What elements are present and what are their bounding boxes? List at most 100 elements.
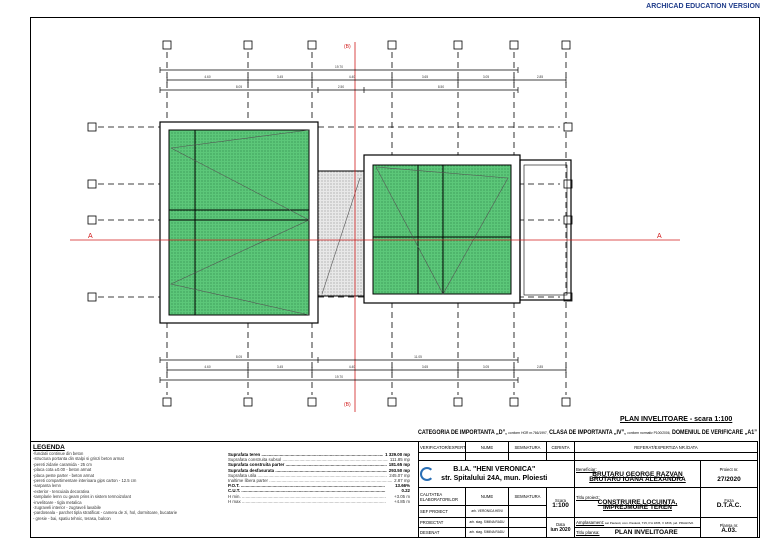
beneficiary-2: BRUTARU IOANA ALEXANDRA bbox=[589, 475, 686, 483]
area-row: Suprafata teren1 329.00 mp bbox=[228, 452, 410, 457]
signature-header: SEMNATURA bbox=[508, 487, 547, 506]
class-note: conform normativ P100/2006, bbox=[627, 430, 671, 435]
project-title-cell: Titlu proiect: CONSTRUIRE LOCUINTA, IMPR… bbox=[574, 487, 701, 518]
sef-proiect-name: arh. VERONICA HENI bbox=[465, 505, 509, 518]
dim-bottom-total-label: 19.70 bbox=[335, 375, 343, 379]
area-label: P.O.T. bbox=[228, 483, 393, 488]
area-value: 111.85 mp bbox=[389, 457, 410, 463]
watermark: ARCHICAD EDUCATION VERSION bbox=[646, 3, 760, 10]
header-referat: REFERAT/EXPERTIZA NR./DATA bbox=[573, 441, 759, 453]
area-value: 181.65 mp bbox=[388, 462, 410, 468]
role-desenat: DESENAT bbox=[418, 527, 466, 538]
grid-bubble bbox=[387, 397, 397, 407]
area-label: Inaltime libera parter bbox=[228, 478, 392, 483]
area-row: Suprafata construita parter181.65 mp bbox=[228, 462, 410, 467]
grid-bubble bbox=[453, 397, 463, 407]
area-row: Suprafata utila245.07 mp bbox=[228, 473, 410, 478]
scale-label: Scara bbox=[555, 497, 566, 503]
legend-item: -placa peste parter - beton armat bbox=[33, 472, 94, 478]
grid-bubble bbox=[563, 122, 573, 132]
area-row: H max+4.85 m bbox=[228, 499, 410, 504]
legend: LEGENDA -fundatii continue din beton-str… bbox=[30, 441, 418, 538]
legend-item: -fundatii continue din beton bbox=[33, 451, 84, 456]
area-value: +3.05 m bbox=[394, 493, 410, 499]
grid-bubble bbox=[87, 122, 97, 132]
area-label: H min. bbox=[228, 494, 392, 499]
gutter-link-roof bbox=[317, 170, 365, 297]
drawing-title: PLAN INVELITOARE - scara 1:100 bbox=[620, 416, 733, 423]
verification-domain: DOMENIUL DE VERIFICARE „A1” bbox=[671, 429, 757, 436]
sheet-title-label: Titlu plansa: bbox=[576, 530, 600, 535]
dim-top-total-label: 19.70 bbox=[335, 65, 343, 69]
section-label-bottom: (B) bbox=[344, 402, 351, 408]
legend-item: -pereti zidarie caramida - 25 cm bbox=[33, 461, 92, 467]
header-cerinta: CERINTA bbox=[546, 441, 575, 453]
area-value: 1 329.00 mp bbox=[385, 452, 410, 457]
sheet-number-cell: Plansa nr.A.03. bbox=[699, 517, 759, 538]
project-number-cell: Proiect nr.27/2020 bbox=[699, 460, 759, 488]
grid-bubble bbox=[162, 40, 172, 50]
dim-bottom-axes-label: 4.40 bbox=[349, 365, 355, 369]
dim-top-parts-label: 8.05 bbox=[236, 85, 242, 89]
sheet-number: A.03. bbox=[721, 526, 737, 534]
dim-bottom-parts-label: 11.05 bbox=[414, 355, 422, 359]
location-label: Amplasament: bbox=[576, 519, 605, 525]
firm-address: str. Spitalului 24A, mun. Ploiesti bbox=[441, 475, 548, 482]
dim-top-parts-label: 8.50 bbox=[438, 85, 444, 89]
dim-top-axes-label: 2.85 bbox=[537, 75, 543, 79]
sheet-title-cell: Titlu plansa: PLAN INVELITOARE bbox=[574, 527, 701, 538]
section-label-top: (B) bbox=[344, 44, 351, 50]
legend-item: -zugraveli interior - zugraveli lavabile bbox=[33, 505, 101, 511]
grid-bubble bbox=[162, 397, 172, 407]
drawing-frame bbox=[30, 17, 760, 538]
legend-item: -structura portanta din stalpi si grinzi… bbox=[33, 456, 124, 462]
date-value: iun 2020 bbox=[550, 527, 571, 533]
area-label: Suprafata construita parter bbox=[228, 462, 387, 467]
desenat-name: arh. stag. SIMINA RADU bbox=[465, 527, 509, 538]
area-row: P.O.T.13.66% bbox=[228, 483, 410, 488]
dim-bottom-axes-label: 2.85 bbox=[537, 365, 543, 369]
location-cell: Amplasament: sat Paulesti, com. Paulesti… bbox=[574, 517, 701, 528]
grid-bubble bbox=[509, 40, 519, 50]
name-header: NUME bbox=[465, 487, 509, 506]
dim-top-axes-label: 4.60 bbox=[204, 75, 210, 79]
left-roof bbox=[168, 129, 310, 316]
category-line: CATEGORIA DE IMPORTANTA „D”, conform HGR… bbox=[418, 429, 757, 436]
role-sef-proiect: SEF PROIECT bbox=[418, 505, 466, 518]
section-label-right: A bbox=[657, 233, 662, 240]
area-label: Suprafata teren bbox=[228, 452, 383, 457]
legend-item: -pereti compartimentare interioara gips … bbox=[33, 478, 137, 484]
grid-bubble bbox=[87, 292, 97, 302]
grid-bubble bbox=[307, 40, 317, 50]
dim-top-axes-label: 3.65 bbox=[422, 75, 428, 79]
grid-bubble bbox=[561, 397, 571, 407]
category-note: conform HGR nr.766/1997, bbox=[508, 430, 548, 435]
proiectat-name: arh. stag. SIMINA RADU bbox=[465, 517, 509, 528]
area-row: Inaltime libera parter2.87 mp bbox=[228, 478, 410, 483]
area-row: Suprafata construita subsol111.85 mp bbox=[228, 457, 410, 462]
dim-bottom-axes-label: 3.65 bbox=[422, 365, 428, 369]
header-nume: NUME bbox=[465, 441, 509, 453]
project-number: 27/2020 bbox=[717, 475, 741, 483]
grid-bubble bbox=[243, 40, 253, 50]
right-roof bbox=[372, 164, 512, 295]
project-title-label: Titlu proiect: bbox=[576, 495, 600, 500]
dim-top-parts-label: 2.50 bbox=[338, 85, 344, 89]
dim-bottom-parts-label: 8.05 bbox=[236, 355, 242, 359]
legend-item: -sarpanta lemn bbox=[33, 483, 61, 489]
area-value: +4.85 m bbox=[394, 498, 410, 504]
grid-bubble bbox=[453, 40, 463, 50]
header-semnatura: SEMNATURA bbox=[508, 441, 547, 453]
legend-item: - gresie - bai, spatiu tehnic, terasa, b… bbox=[33, 515, 111, 521]
category: CATEGORIA DE IMPORTANTA „D”, bbox=[418, 429, 507, 436]
area-label: Suprafata utila bbox=[228, 473, 387, 478]
dim-top-axes-label: 3.05 bbox=[483, 75, 489, 79]
header-verificator: VERIFICATOR/EXPERT bbox=[418, 441, 466, 453]
sheet-number-label: Plansa nr. bbox=[719, 522, 739, 528]
